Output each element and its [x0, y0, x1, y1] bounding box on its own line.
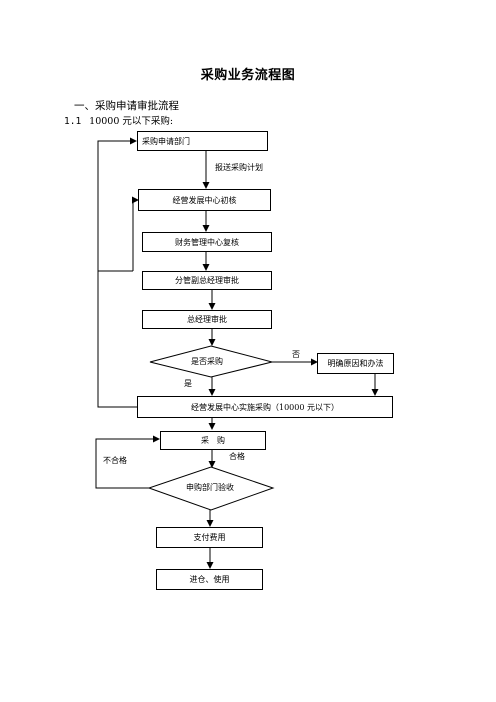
decision-label: 是否采购	[191, 357, 223, 366]
box-pay-fees: 支付费用	[156, 527, 263, 548]
subsection-heading: 1.1 10000 元以下采购:	[64, 113, 173, 127]
box-initial-review: 经营发展中心初核	[138, 189, 271, 211]
section-heading: 一、采购申请审批流程	[74, 100, 179, 112]
box-deputy-approval: 分管副总经理审批	[142, 271, 272, 290]
box-gm-approval: 总经理审批	[142, 310, 272, 329]
loop-implement-to-dept	[97, 137, 137, 408]
loop-to-initial-review	[132, 196, 139, 271]
subsection-number: 1.1	[64, 116, 82, 127]
acceptance-label: 申购部门验收	[186, 483, 234, 492]
decision-diamond	[149, 345, 273, 378]
box-store-use: 进仓、使用	[156, 569, 263, 590]
box-purchase-request-dept: 采购申请部门	[137, 131, 268, 151]
label-no: 否	[292, 350, 300, 359]
label-submit-plan: 报送采购计划	[215, 163, 263, 172]
box-purchase: 采 购	[160, 431, 266, 450]
loop-unqualified-to-purchase	[95, 435, 160, 489]
box-clarify-reason: 明确原因和办法	[317, 353, 394, 374]
label-yes: 是	[184, 379, 192, 388]
page-title: 采购业务流程图	[200, 68, 296, 83]
label-qualified: 合格	[229, 452, 245, 461]
subsection-text: 10000 元以下采购:	[89, 116, 174, 127]
box-implement-purchase: 经营发展中心实施采购（10000 元以下）	[137, 396, 393, 418]
box-finance-review: 财务管理中心复核	[142, 232, 272, 252]
acceptance-diamond	[147, 466, 275, 511]
label-unqualified: 不合格	[103, 456, 127, 465]
